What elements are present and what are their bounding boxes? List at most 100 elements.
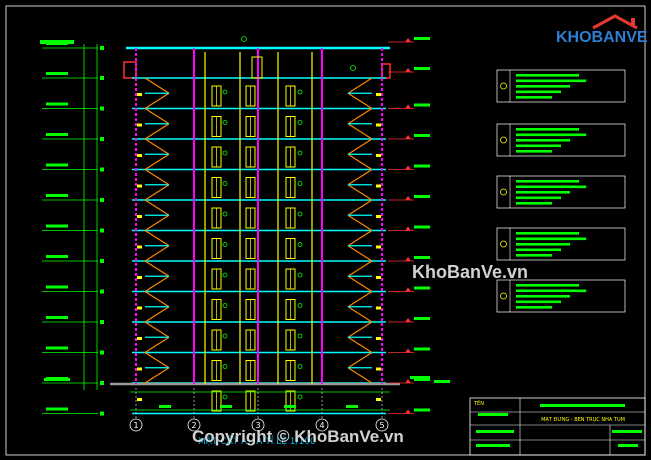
stair-flight xyxy=(144,229,170,247)
stair-flight xyxy=(144,168,170,186)
dimension-tick xyxy=(100,350,104,355)
level-text-bar xyxy=(46,407,68,411)
stair-marker xyxy=(137,245,142,249)
level-text-bar xyxy=(46,102,68,106)
stair-marker xyxy=(137,215,142,218)
level-marker-text xyxy=(414,225,430,229)
level-text-bar xyxy=(46,224,68,228)
legend-text-bar xyxy=(516,300,561,304)
legend-panel xyxy=(496,123,626,157)
level-text-bar xyxy=(46,72,68,75)
level-text-bar xyxy=(46,194,68,197)
left-dimension-annotations xyxy=(40,40,104,416)
level-marker-icon xyxy=(405,348,411,353)
stair-flight xyxy=(347,168,373,186)
stair-marker xyxy=(376,306,381,310)
dimension-tick xyxy=(100,289,104,294)
stair-marker xyxy=(376,245,381,249)
legend-text-bar xyxy=(516,90,561,94)
level-text-bar xyxy=(46,42,68,45)
fixture xyxy=(222,364,228,369)
stair-flight xyxy=(347,199,373,216)
legend-panel xyxy=(496,69,626,103)
fixture xyxy=(222,211,228,217)
level-marker-text xyxy=(414,134,430,137)
grid-bubble-icon xyxy=(375,418,389,432)
legend-text-bar xyxy=(516,96,552,99)
section-caption: MẶT CẮT A - A TỈ LỆ 1/100 xyxy=(198,437,316,447)
stair-flight xyxy=(347,351,373,369)
fixture xyxy=(297,242,303,247)
dimension-tick xyxy=(100,76,104,80)
stair-marker xyxy=(137,123,142,127)
stair-flight xyxy=(347,214,373,232)
fixture xyxy=(297,303,303,308)
level-marker-text xyxy=(414,408,430,412)
parapet-left xyxy=(123,61,137,79)
level-text-bar xyxy=(46,346,68,350)
stair-marker xyxy=(137,306,142,310)
level-marker-icon xyxy=(405,196,411,200)
stair-flight xyxy=(347,321,373,338)
fixture xyxy=(222,394,228,400)
level-marker-icon xyxy=(405,68,411,72)
stair-marker xyxy=(376,93,381,96)
legend-symbol-icon xyxy=(500,292,507,300)
stair-flight xyxy=(144,77,170,94)
level-marker-text xyxy=(414,378,430,381)
stair-flight xyxy=(347,367,373,384)
dimension-tick xyxy=(100,198,104,202)
grid-label: 1 xyxy=(133,421,138,430)
fixture xyxy=(297,150,303,156)
fixture xyxy=(297,89,303,95)
stair-marker xyxy=(376,123,381,127)
drawing-frame xyxy=(5,5,646,456)
stair-flight xyxy=(144,245,170,262)
level-marker-text xyxy=(414,256,430,259)
stair-marker xyxy=(137,154,142,157)
roof-fixture xyxy=(241,36,247,42)
title-block-label: TÊN xyxy=(474,401,484,407)
stair-flight xyxy=(144,306,170,323)
level-marker-icon xyxy=(405,165,411,170)
grid-bubble-icon xyxy=(251,418,265,432)
fixture xyxy=(222,272,228,278)
stair-flight xyxy=(347,77,373,94)
fixture xyxy=(297,394,303,400)
stair-flight xyxy=(144,214,170,232)
grid-bubble-icon xyxy=(315,418,329,432)
legend-text-bar xyxy=(516,128,579,131)
dimension-tick xyxy=(100,106,104,111)
building-section xyxy=(110,36,400,415)
stair-flight xyxy=(347,306,373,323)
dimension-text-bar xyxy=(159,405,171,408)
legend-symbol-icon xyxy=(500,136,507,144)
stair-flight xyxy=(144,153,170,171)
level-marker-icon xyxy=(405,135,411,139)
stair-marker xyxy=(376,154,381,157)
level-marker-icon xyxy=(405,38,411,42)
dimension-tick xyxy=(100,137,104,141)
house-roof-icon xyxy=(592,14,638,30)
dimension-text-bar xyxy=(284,405,296,408)
dimension-tick xyxy=(100,167,104,172)
stair-flight xyxy=(144,199,170,216)
grid-bubble-icon xyxy=(129,418,143,432)
legend-text-bar xyxy=(516,133,587,137)
site-logo[interactable]: KHOBANVE xyxy=(556,29,648,46)
level-text-bar xyxy=(46,316,68,319)
stair-flight xyxy=(347,229,373,247)
legend-text-bar xyxy=(516,144,561,148)
grid-label: 2 xyxy=(191,421,196,430)
level-marker-text xyxy=(414,195,430,198)
dimension-tick xyxy=(100,320,104,324)
stair-marker xyxy=(137,184,142,188)
level-marker-text xyxy=(414,347,430,351)
stair-flight xyxy=(347,290,373,308)
fixture xyxy=(297,211,303,217)
legend-text-bar xyxy=(516,196,561,200)
stair-flight xyxy=(144,184,170,201)
stair-flight xyxy=(144,92,170,110)
stair-marker xyxy=(376,398,381,401)
